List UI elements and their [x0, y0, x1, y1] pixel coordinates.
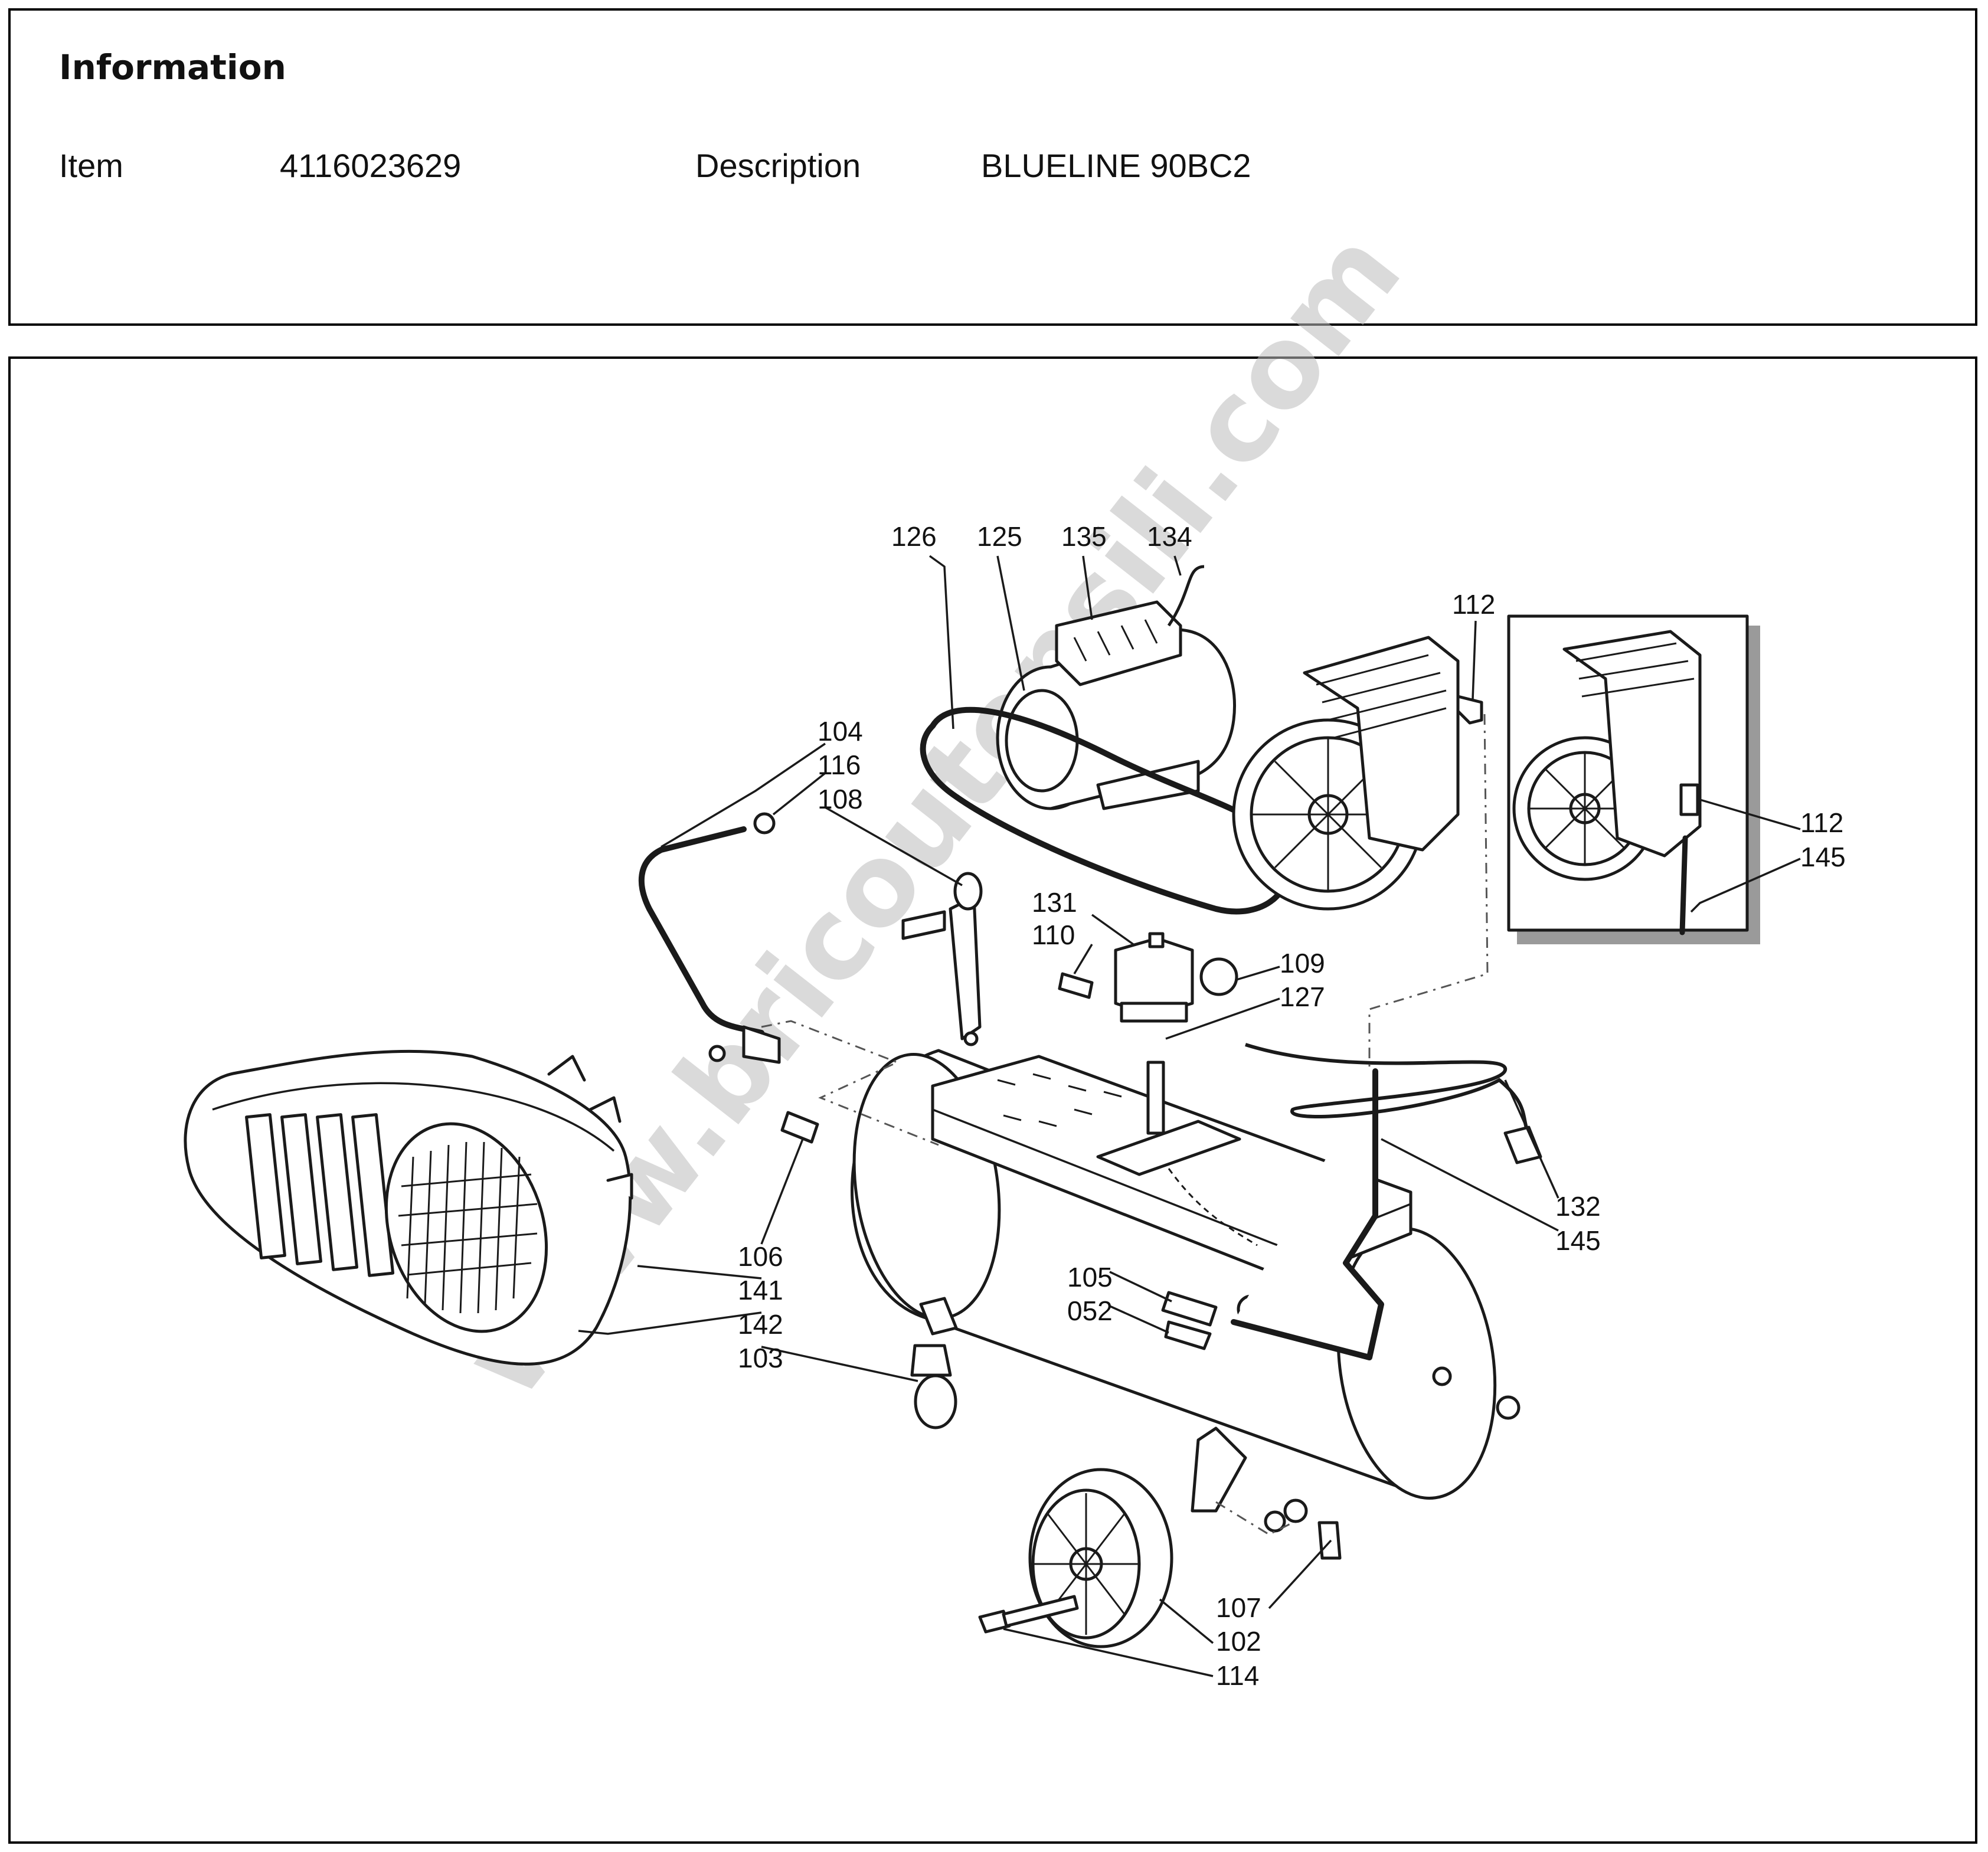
callout-142: 142	[738, 1309, 783, 1340]
item-label: Item	[59, 147, 123, 184]
small-parts	[638, 695, 1542, 1648]
callout-105: 105	[1067, 1262, 1113, 1293]
information-panel: Information Item 4116023629 Description …	[8, 8, 1977, 326]
callout-135: 135	[1061, 521, 1107, 552]
callout-131: 131	[1032, 887, 1077, 918]
electric-motor	[996, 565, 1236, 810]
description-label: Description	[695, 147, 861, 184]
callout-102: 102	[1216, 1626, 1261, 1657]
callout-145: 145	[1555, 1225, 1601, 1256]
callout-107: 107	[1216, 1592, 1261, 1623]
callout-110: 110	[1032, 920, 1075, 950]
compressor-pump	[1232, 636, 1460, 911]
assembly-line	[1215, 1501, 1293, 1536]
callout-108: 108	[818, 784, 863, 814]
callout-141: 141	[738, 1275, 783, 1305]
callout-145-inset: 145	[1800, 842, 1846, 872]
information-heading: Information	[59, 47, 286, 87]
callout-104: 104	[818, 716, 863, 747]
callout-112-inset: 112	[1800, 807, 1843, 838]
callout-112-top: 112	[1452, 589, 1495, 620]
callout-126: 126	[891, 521, 937, 552]
leader-lines	[578, 555, 1801, 1677]
callout-132: 132	[1555, 1191, 1601, 1222]
callout-114: 114	[1216, 1660, 1259, 1691]
description-value: BLUELINE 90BC2	[981, 147, 1251, 184]
diagram-panel	[8, 356, 1977, 1844]
callout-109: 109	[1280, 948, 1325, 979]
callout-labels: 126 125 135 134 112 104 116 108 131 110 …	[738, 521, 1846, 1691]
callout-134: 134	[1147, 521, 1192, 552]
assembly-line	[1368, 714, 1489, 1071]
item-value: 4116023629	[280, 147, 462, 184]
callout-052: 052	[1067, 1295, 1113, 1326]
callout-125: 125	[977, 521, 1022, 552]
detail-inset	[1507, 614, 1760, 944]
callout-106: 106	[738, 1241, 783, 1272]
air-tank	[851, 1049, 1497, 1513]
callout-127: 127	[1280, 981, 1325, 1012]
callout-116: 116	[818, 750, 861, 780]
belt-guard	[184, 1049, 633, 1366]
callout-103: 103	[738, 1343, 783, 1373]
